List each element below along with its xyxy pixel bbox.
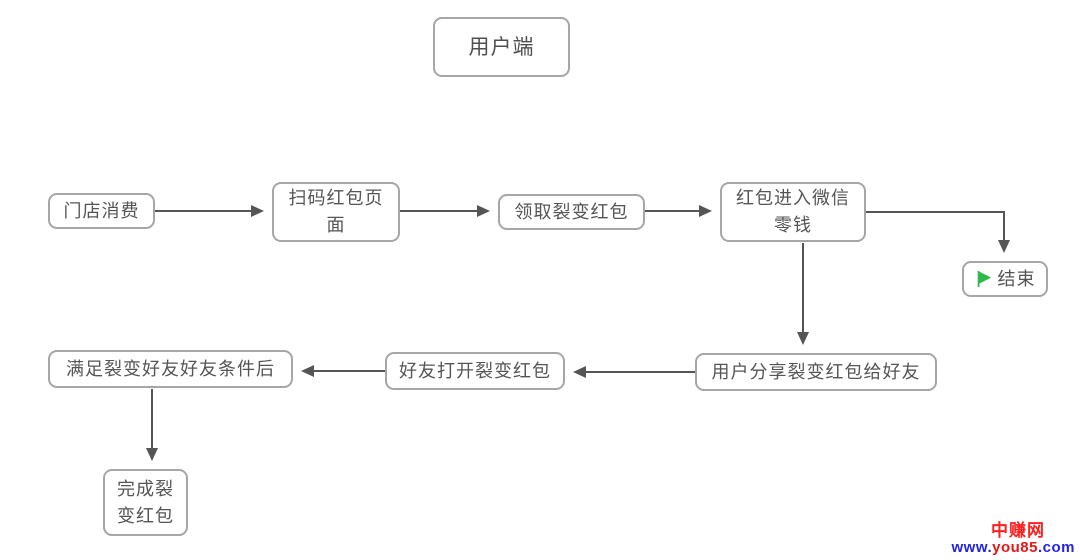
flow-node-complete-fission-redpacket: 完成裂 变红包 <box>103 469 188 536</box>
flow-node-store-consumption: 门店消费 <box>48 193 155 229</box>
flow-node-share-redpacket-to-friends: 用户分享裂变红包给好友 <box>695 353 937 391</box>
edge-wallet-to-end <box>866 211 1010 253</box>
watermark-url-prefix: www. <box>951 539 993 556</box>
watermark-url-name: you85 <box>992 539 1038 556</box>
flow-node-user-side-title: 用户端 <box>433 17 570 77</box>
watermark-url: www.you85.com <box>952 539 1076 556</box>
watermark-brand: 中赚网 <box>991 521 1045 540</box>
flow-node-friend-opens-redpacket: 好友打开裂变红包 <box>385 352 565 390</box>
green-flag-icon <box>977 270 991 288</box>
flow-node-end: 结束 <box>962 261 1048 297</box>
watermark: 中赚网 www.you85.com <box>952 522 1076 556</box>
flow-node-redpacket-to-wechat-wallet: 红包进入微信 零钱 <box>720 182 866 242</box>
flow-node-receive-fission-redpacket: 领取裂变红包 <box>498 194 645 230</box>
end-label: 结束 <box>997 268 1036 289</box>
flow-node-scan-redpacket-page: 扫码红包页 面 <box>272 182 400 242</box>
flow-node-friend-condition-met: 满足裂变好友好友条件后 <box>48 350 293 388</box>
watermark-url-suffix: .com <box>1037 539 1075 556</box>
